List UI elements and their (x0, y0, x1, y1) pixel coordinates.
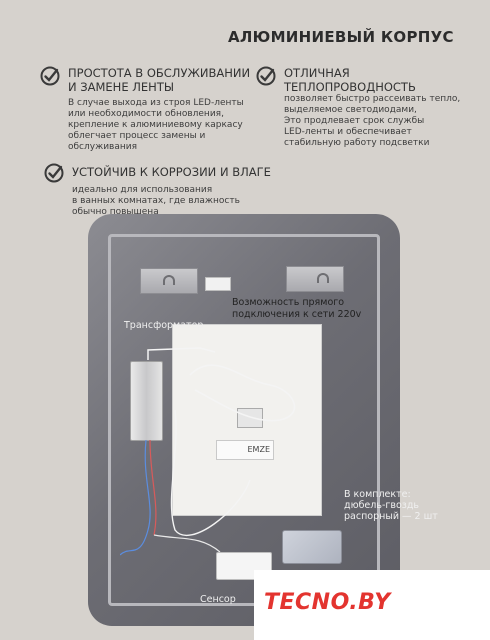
product-sticker (205, 277, 231, 291)
connector-box (237, 408, 263, 428)
brand-logo: TECNO.BY (264, 590, 391, 615)
feature-title-line: ОТЛИЧНАЯ (284, 66, 350, 80)
wiring (120, 347, 296, 556)
feature-title-line: И ЗАМЕНЕ ЛЕНТЫ (68, 80, 174, 94)
feature-title-thermal: ОТЛИЧНАЯ ТЕПЛОПРОВОДНОСТЬ (284, 66, 416, 94)
annotation-direct-connection: Возможность прямого подключения к сети 2… (232, 297, 362, 320)
page-title: АЛЮМИНИЕВЫЙ КОРПУС (228, 28, 454, 46)
dowel-kit-bag (282, 530, 342, 564)
feature-title-maintenance: ПРОСТОТА В ОБСЛУЖИВАНИИ И ЗАМЕНЕ ЛЕНТЫ (68, 66, 250, 94)
bracket-hook (163, 275, 175, 285)
feature-title-corrosion: УСТОЙЧИВ К КОРРОЗИИ И ВЛАГЕ (72, 165, 271, 179)
product-label-text: EMZE (247, 445, 271, 454)
feature-desc-thermal: позволяет быстро рассеивать тепло, выдел… (284, 94, 461, 148)
feature-title-line: ТЕПЛОПРОВОДНОСТЬ (284, 80, 416, 94)
feature-title-line: ПРОСТОТА В ОБСЛУЖИВАНИИ (68, 66, 251, 80)
feature-title-line: УСТОЙЧИВ К КОРРОЗИИ И ВЛАГЕ (72, 165, 271, 179)
brand-area (254, 570, 490, 640)
product-label: EMZE (216, 440, 274, 460)
annotation-sensor: Сенсор (200, 594, 236, 605)
annotation-transformer: Трансформатор (124, 320, 204, 331)
feature-desc-maintenance: В случае выхода из строя LED-ленты или н… (68, 98, 244, 152)
check-circle-icon (40, 66, 60, 86)
check-circle-icon (256, 66, 276, 86)
mounting-bracket-right (286, 266, 344, 292)
annotation-kit: В комплекте: дюбель-гвоздь распорный — 2… (344, 489, 438, 522)
feature-desc-corrosion: идеально для использования в ванных комн… (72, 185, 240, 217)
mounting-bracket-left (140, 268, 198, 294)
check-circle-icon (44, 163, 64, 183)
aluminium-frame (108, 234, 380, 606)
bracket-hook (317, 273, 329, 283)
